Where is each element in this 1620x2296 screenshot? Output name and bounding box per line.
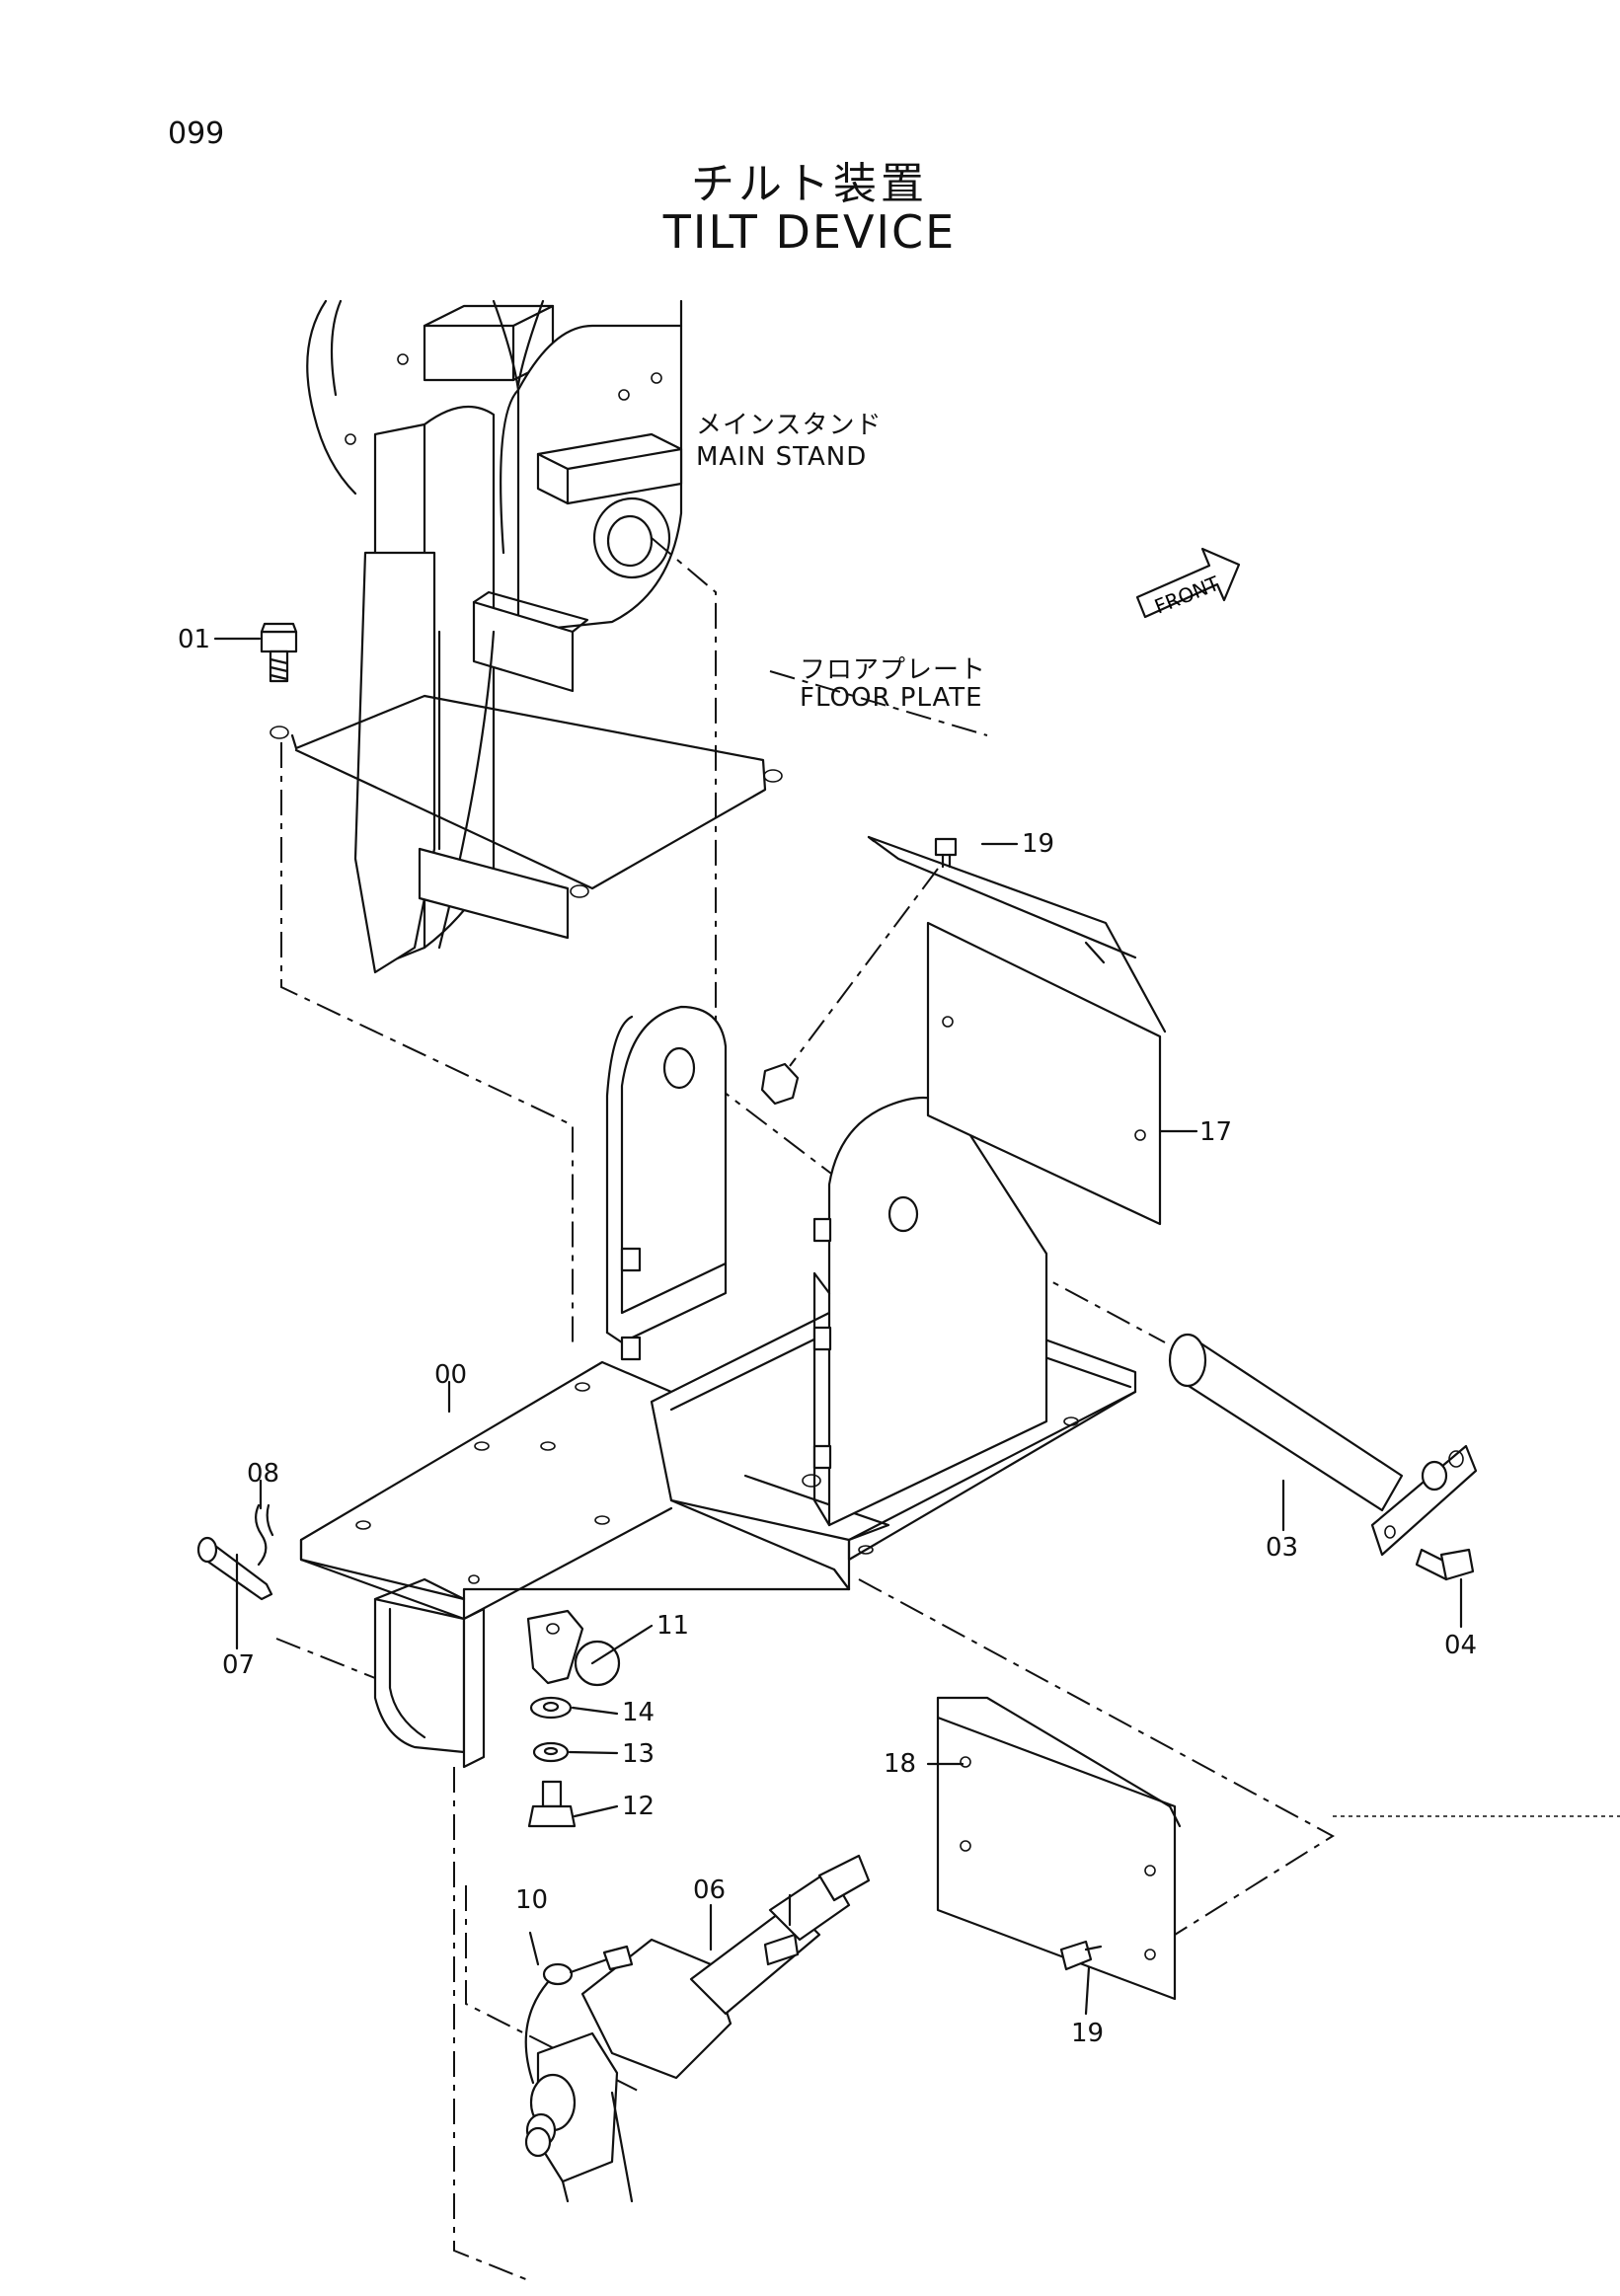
floor-plate-label-ja: フロアプレート [800, 655, 987, 685]
base-bracket-00 [299, 1005, 1137, 1769]
part-number-03: 03 [1266, 1533, 1299, 1563]
part-number-17: 17 [1199, 1117, 1233, 1147]
clamp-11 [526, 1609, 621, 1687]
leader-lines [213, 637, 1463, 2016]
pin-07 [196, 1503, 274, 1601]
part-number-01: 01 [178, 625, 211, 654]
part-number-04: 04 [1444, 1631, 1478, 1660]
part-number-18: 18 [884, 1749, 917, 1779]
part-number-13: 13 [622, 1739, 656, 1769]
title-english: TILT DEVICE [662, 205, 957, 259]
floor-plate-label-en: FLOOR PLATE [800, 683, 983, 713]
part-number-11: 11 [656, 1611, 690, 1641]
washer-13 [532, 1741, 570, 1763]
bolt-04 [1415, 1548, 1475, 1581]
part-number-12: 12 [622, 1792, 656, 1821]
part-number-08: 08 [247, 1459, 280, 1489]
sensor-10 [524, 1945, 634, 2085]
hex-nut [760, 1062, 800, 1106]
part-number-06: 06 [693, 1875, 727, 1905]
cover-18 [936, 1696, 1182, 2001]
screw-19-top [934, 837, 958, 869]
part-number-00: 00 [434, 1360, 468, 1390]
floor-plate-outline [270, 694, 783, 898]
part-number-07: 07 [222, 1650, 256, 1680]
front-arrow: FRONT [1135, 547, 1241, 619]
part-number-14: 14 [622, 1698, 656, 1727]
main-stand-label-en: MAIN STAND [696, 442, 868, 472]
page-number: 099 [168, 116, 225, 151]
main-stand-label-ja: メインスタンド [696, 411, 883, 440]
part-number-19-top: 19 [1022, 829, 1055, 859]
bolt-01 [260, 622, 298, 683]
part-number-19-bottom: 19 [1071, 2019, 1105, 2048]
screw-19-bottom [1059, 1940, 1103, 1971]
cover-17 [867, 835, 1167, 1226]
washer-14 [529, 1696, 573, 1720]
part-number-10: 10 [515, 1885, 549, 1915]
title-japanese: チルト装置 [691, 159, 928, 209]
pin-03 [1168, 1333, 1478, 1557]
main-stand [306, 299, 683, 974]
actuator-06 [524, 1854, 871, 2203]
bolt-12 [527, 1780, 577, 1828]
